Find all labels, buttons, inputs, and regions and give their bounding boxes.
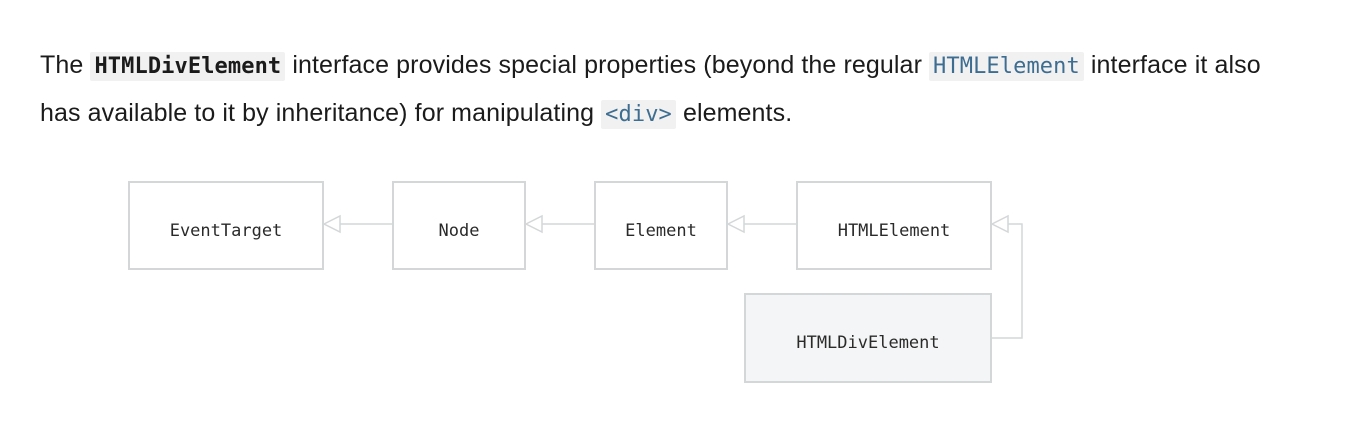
intro-text-1: The xyxy=(40,51,91,79)
label-htmldivelement: HTMLDivElement xyxy=(796,333,939,353)
node-htmlelement[interactable]: HTMLElement xyxy=(796,181,992,270)
label-eventtarget: EventTarget xyxy=(170,221,283,241)
arrowhead-htmlelement xyxy=(990,214,1009,234)
connector-htmldivelement-to-htmlelement xyxy=(992,223,1023,339)
node-element[interactable]: Element xyxy=(594,181,728,270)
intro-text-2: interface provides special properties (b… xyxy=(285,51,930,79)
box-element xyxy=(594,181,728,270)
interface-name-code: HTMLDivElement xyxy=(90,52,286,81)
label-htmlelement: HTMLElement xyxy=(838,221,951,241)
intro-paragraph: The HTMLDivElement interface provides sp… xyxy=(40,42,1280,138)
arrowhead-element xyxy=(726,214,745,234)
node-htmldivelement[interactable]: HTMLDivElement xyxy=(744,293,992,383)
arrowhead-eventtarget xyxy=(322,214,341,234)
node-node[interactable]: Node xyxy=(392,181,526,270)
box-eventtarget xyxy=(128,181,324,270)
label-element: Element xyxy=(625,221,697,241)
box-node xyxy=(392,181,526,270)
arrowhead-node xyxy=(524,214,543,234)
intro-text-3: interface it also has available to it by… xyxy=(40,51,1261,127)
label-node: Node xyxy=(439,221,480,241)
htmlelement-link[interactable]: HTMLElement xyxy=(929,52,1084,81)
intro-text-4: elements. xyxy=(675,99,793,127)
box-htmldivelement xyxy=(744,293,992,383)
node-eventtarget[interactable]: EventTarget xyxy=(128,181,324,270)
div-element-link[interactable]: <div> xyxy=(601,100,676,129)
box-htmlelement xyxy=(796,181,992,270)
